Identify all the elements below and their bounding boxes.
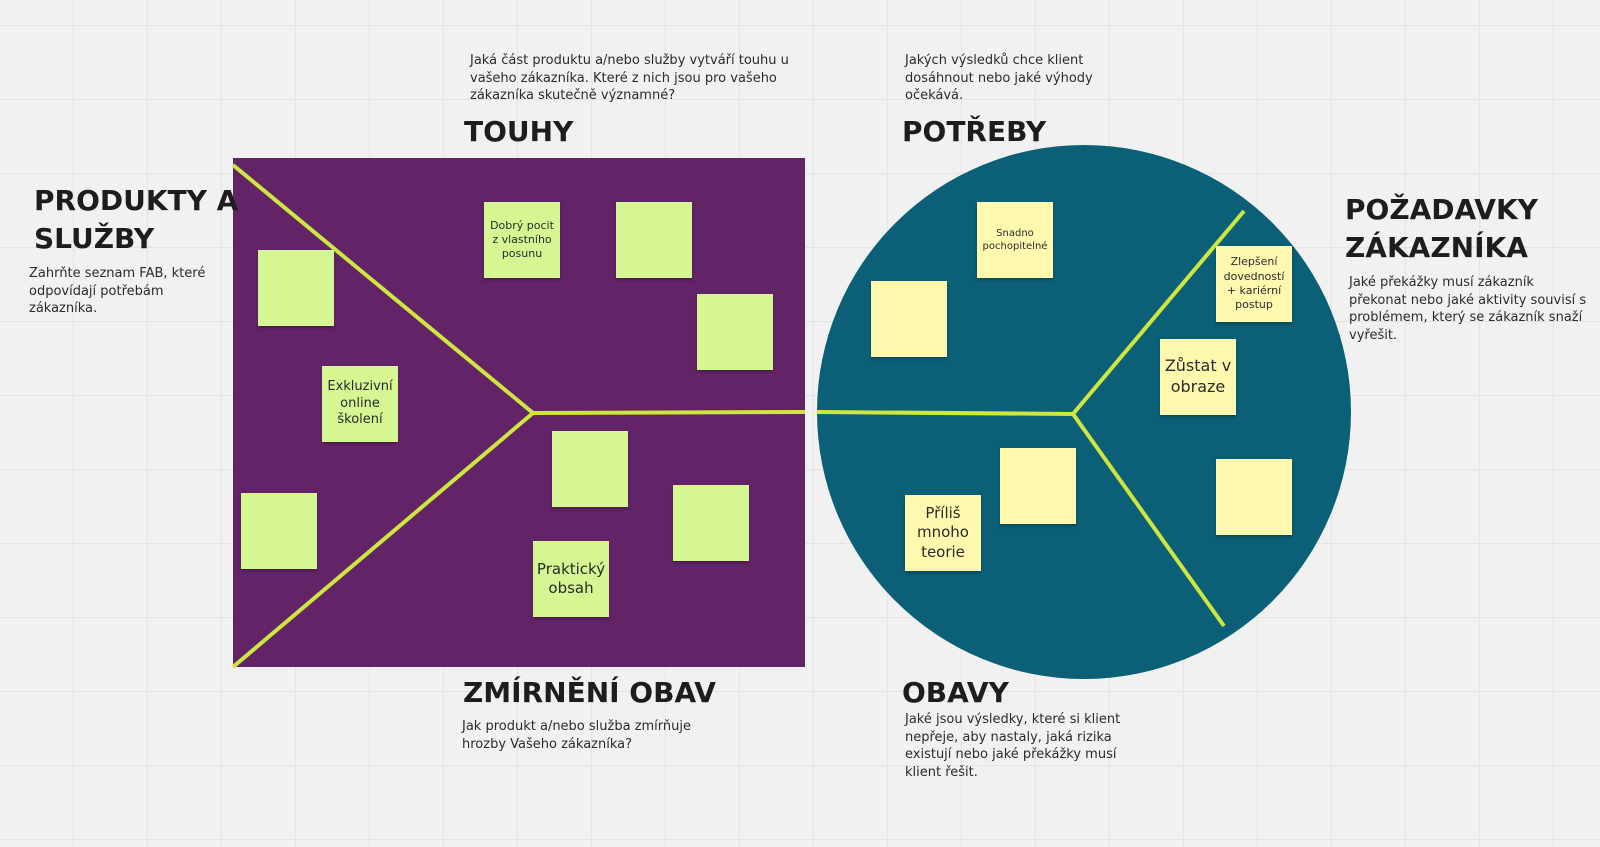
products-title-line1: PRODUKTY A [34, 184, 239, 217]
customer-jobs-title: POŽADAVKY ZÁKAZNÍKA [1345, 191, 1538, 267]
note-line: obsah [548, 579, 594, 597]
note-line: online [340, 395, 380, 411]
value-map-divider-lower [231, 411, 535, 669]
products-desc-line3: zákazníka. [29, 301, 98, 316]
sticky-note-text: Dobrý pocit z vlastního posunu [490, 219, 554, 262]
sticky-note-empty[interactable] [1216, 459, 1292, 535]
products-desc-line2: odpovídají potřebám [29, 283, 164, 299]
customer-jobs-desc-line3: problémem, který se zákazník snaží [1349, 310, 1583, 325]
pain-relievers-desc-line1: Jak produkt a/nebo služba zmírňuje [462, 719, 691, 734]
sticky-note-empty[interactable] [1000, 448, 1076, 524]
note-line: Dobrý pocit [490, 218, 554, 232]
sticky-note-practical-content[interactable]: Praktický obsah [533, 541, 609, 617]
gains-desc-line1: Jakých výsledků chce klient [905, 53, 1084, 68]
sticky-note-text: Exkluzivní online školení [327, 379, 392, 430]
products-services-description: Zahrňte seznam FAB, které odpovídají pot… [29, 265, 205, 318]
products-services-title: PRODUKTY A SLUŽBY [34, 182, 238, 258]
gains-title: POTŘEBY [902, 115, 1047, 148]
pain-relievers-desc-line2: hrozby Vašeho zákazníka? [462, 736, 632, 752]
customer-jobs-desc-line4: vyřešit. [1349, 327, 1398, 343]
sticky-note-empty[interactable] [871, 281, 947, 357]
gain-creators-description: Jaká část produktu a/nebo služby vytváří… [470, 52, 789, 105]
pains-desc-line4: klient řešit. [905, 764, 978, 780]
products-title-line2: SLUŽBY [34, 222, 155, 255]
customer-jobs-desc-line2: překonat nebo jaké aktivity souvisí s [1349, 292, 1587, 308]
sticky-note-empty[interactable] [552, 431, 628, 507]
pains-title: OBAVY [902, 676, 1009, 709]
gains-desc-line2: dosáhnout nebo jaké výhody [905, 70, 1093, 86]
gains-desc-line3: očekává. [905, 88, 964, 103]
sticky-note-stay-in-picture[interactable]: Zůstat v obraze [1160, 339, 1236, 415]
note-line: pochopitelné [982, 241, 1048, 252]
note-line: školení [337, 412, 383, 428]
sticky-note-empty[interactable] [616, 202, 692, 278]
value-map-divider-upper [231, 163, 535, 415]
sticky-note-empty[interactable] [697, 294, 773, 370]
gain-creators-desc-line3: zákazníka skutečně významné? [470, 88, 676, 103]
sticky-note-text: Snadno pochopitelné [983, 227, 1048, 253]
customer-jobs-desc-line1: Jaké překážky musí zákazník [1349, 275, 1534, 290]
pain-relievers-description: Jak produkt a/nebo služba zmírňuje hrozb… [462, 718, 691, 753]
sticky-note-easy-to-understand[interactable]: Snadno pochopitelné [977, 202, 1053, 278]
note-line: Zůstat v [1164, 356, 1232, 376]
note-line: dovedností [1223, 269, 1285, 283]
pains-desc-line2: nepřeje, aby nastaly, jaká rizika [905, 729, 1112, 745]
sticky-note-empty[interactable] [241, 493, 317, 569]
note-line: Zlepšení [1230, 255, 1278, 269]
gain-creators-desc-line1: Jaká část produktu a/nebo služby vytváří… [470, 53, 789, 68]
note-line: obraze [1170, 377, 1226, 396]
sticky-note-text: Praktický obsah [537, 560, 605, 599]
gains-description: Jakých výsledků chce klient dosáhnout ne… [905, 52, 1093, 105]
value-map-divider-horizontal [532, 410, 806, 415]
sticky-note-exclusive-training[interactable]: Exkluzivní online školení [322, 366, 398, 442]
note-line: Příliš [925, 503, 961, 522]
note-line: Exkluzivní [327, 378, 393, 394]
sticky-note-text: Zlepšení dovedností + kariérní postup [1224, 255, 1285, 312]
customer-jobs-description: Jaké překážky musí zákazník překonat neb… [1349, 274, 1586, 344]
sticky-note-text: Příliš mnoho teorie [917, 504, 969, 563]
note-line: mnoho [917, 523, 969, 542]
profile-divider-lower [1071, 412, 1226, 628]
customer-jobs-title-line2: ZÁKAZNÍKA [1345, 231, 1528, 264]
profile-divider-upper [1071, 209, 1246, 416]
sticky-note-good-feeling[interactable]: Dobrý pocit z vlastního posunu [484, 202, 560, 278]
sticky-note-empty[interactable] [673, 485, 749, 561]
pains-description: Jaké jsou výsledky, které si klient nepř… [905, 711, 1120, 781]
sticky-note-empty[interactable] [258, 250, 334, 326]
gain-creators-desc-line2: vašeho zákazníka. Které z nich jsou pro … [470, 70, 777, 86]
note-line: teorie [921, 542, 965, 561]
note-line: + kariérní [1226, 284, 1282, 297]
gain-creators-title: TOUHY [464, 115, 574, 148]
sticky-note-skills-career[interactable]: Zlepšení dovedností + kariérní postup [1216, 246, 1292, 322]
note-line: Snadno [996, 228, 1034, 239]
profile-divider-horizontal [816, 410, 1074, 416]
pains-desc-line1: Jaké jsou výsledky, které si klient [905, 712, 1121, 727]
note-line: postup [1235, 298, 1273, 312]
pains-desc-line3: existují nebo jaké překážky musí [905, 747, 1117, 762]
pain-relievers-title: ZMÍRNĚNÍ OBAV [463, 676, 716, 709]
products-desc-line1: Zahrňte seznam FAB, které [29, 266, 206, 281]
sticky-note-too-much-theory[interactable]: Příliš mnoho teorie [905, 495, 981, 571]
sticky-note-text: Zůstat v obraze [1165, 356, 1231, 398]
note-line: posunu [501, 247, 543, 261]
customer-jobs-title-line1: POŽADAVKY [1345, 193, 1538, 226]
note-line: z vlastního [492, 232, 552, 246]
note-line: Praktický [536, 559, 606, 578]
